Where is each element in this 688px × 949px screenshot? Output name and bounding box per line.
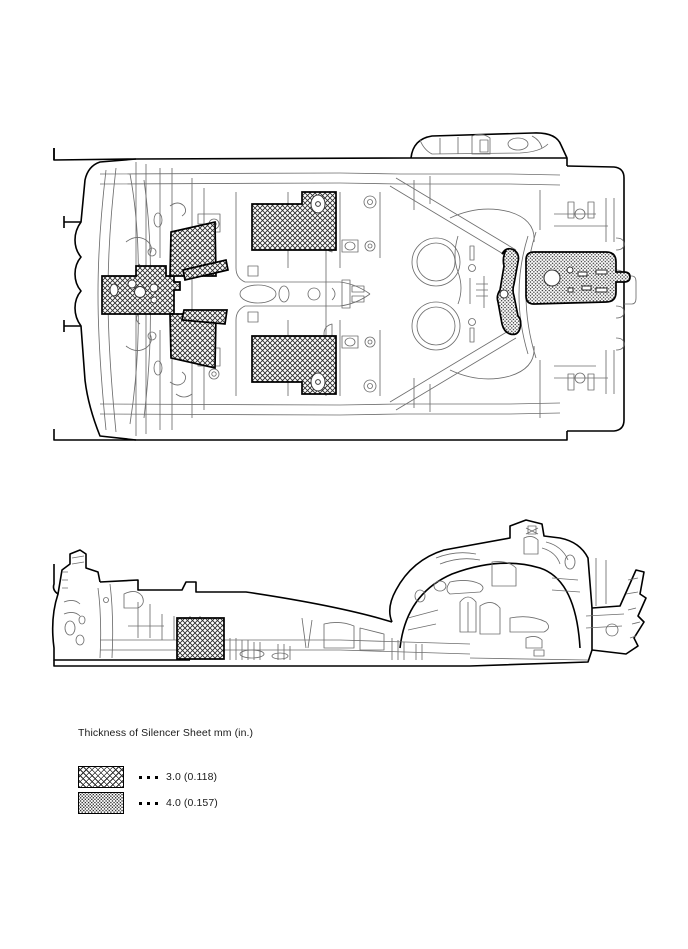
patch-rear-wheelhouse-strip [496, 247, 522, 336]
patch-tunnel-strip-lower [180, 309, 228, 325]
patch-side-dash-lower [176, 617, 225, 660]
legend-row-4-0: 4.0 (0.157) [78, 790, 408, 816]
legend-leader-dots [139, 775, 158, 779]
leader-dot [139, 801, 142, 805]
legend-value-4-0: 4.0 (0.157) [166, 797, 218, 809]
legend-leader-dots [139, 801, 158, 805]
leader-dot [155, 775, 158, 779]
silencer-sheet-patches-side [176, 617, 225, 660]
side-body-detail [62, 525, 641, 661]
legend-value-3-0: 3.0 (0.118) [166, 771, 218, 783]
silencer-sheet-patches-top [101, 191, 631, 395]
leader-dot [155, 801, 158, 805]
patch-spare-tire-well [525, 251, 631, 305]
body-outer-outline [53, 132, 625, 441]
legend-title: Thickness of Silencer Sheet mm (in.) [78, 727, 254, 739]
legend-swatch-fine-dot [78, 792, 124, 814]
legend-row-3-0: 3.0 (0.118) [78, 764, 408, 790]
leader-dot [147, 775, 150, 779]
leader-dot [139, 775, 142, 779]
patch-front-footwell-left [169, 220, 217, 277]
legend-rows: 3.0 (0.118) 4.0 (0.157) [78, 764, 408, 816]
side-body-outline [51, 519, 647, 667]
legend: Thickness of Silencer Sheet mm (in.) 3.0… [78, 726, 408, 816]
leader-dot [147, 801, 150, 805]
body-side-view [51, 519, 647, 667]
underbody-top-view [53, 132, 637, 441]
legend-swatch-cross-hatch [78, 766, 124, 788]
patch-tunnel-strip-upper [182, 258, 229, 282]
